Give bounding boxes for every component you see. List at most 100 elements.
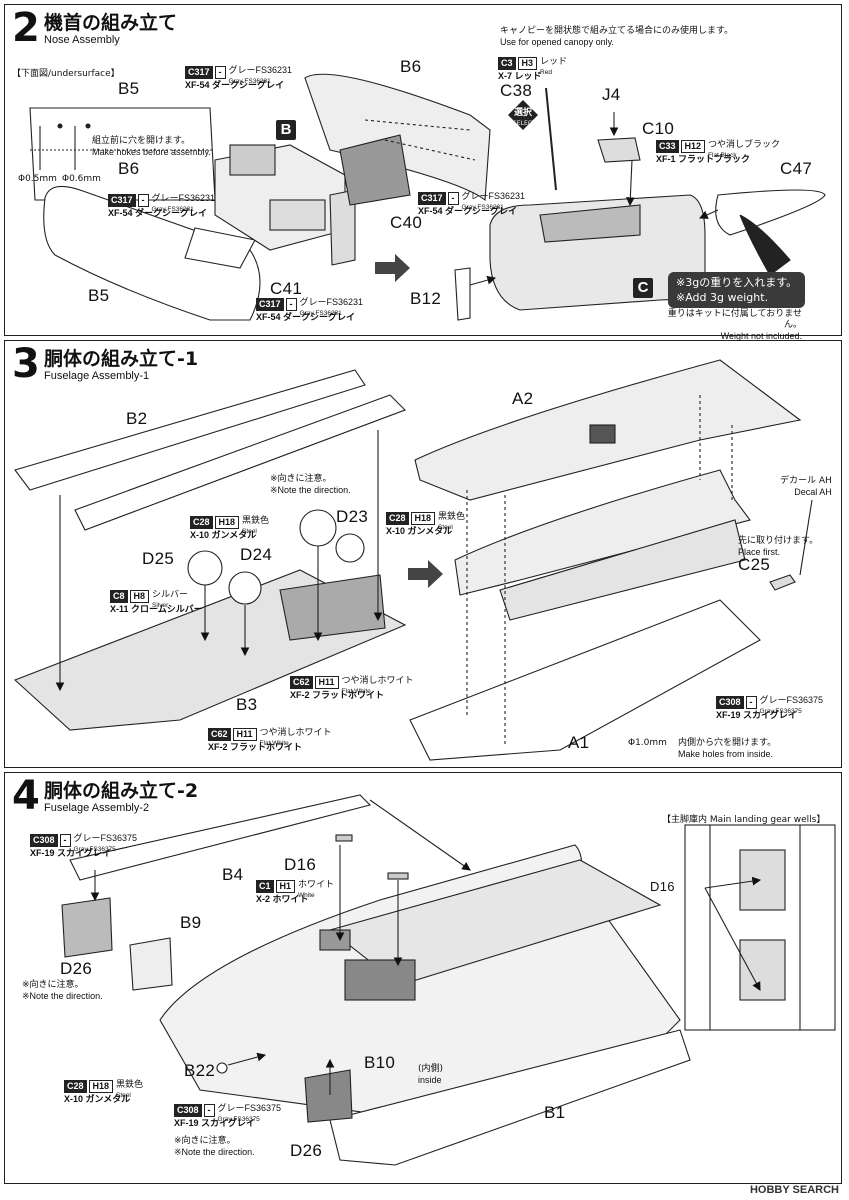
- paint-name: 黒鉄色: [438, 511, 466, 521]
- step3-title-en: Fuselage Assembly-1: [44, 370, 150, 382]
- paint-name: シルバー: [152, 589, 189, 599]
- paint-xf: XF-54 ダークシーグレイ: [418, 206, 518, 216]
- paint-code-h: -: [137, 194, 149, 207]
- paint-name-en: Gray FS36375: [73, 846, 116, 853]
- canopy-note-en: Use for opened canopy only.: [500, 37, 614, 47]
- paint-code: C33: [656, 140, 679, 153]
- paint-name-en: Gray FS36231: [461, 204, 504, 211]
- paint-name: つや消しホワイト: [341, 675, 414, 685]
- paint-xf: XF-19 スカイグレイ: [174, 1118, 255, 1128]
- paint-code: C308: [30, 834, 58, 847]
- inside-en: inside: [418, 1075, 442, 1085]
- label-b5-top: B5: [118, 79, 140, 98]
- paint-name: ホワイト: [298, 879, 335, 889]
- paint-xf: X-2 ホワイト: [256, 894, 309, 904]
- paint-code-h: -: [285, 298, 297, 311]
- paint-code-h: H3: [517, 57, 538, 70]
- label-b10: B10: [364, 1053, 396, 1072]
- paint-code-h: -: [203, 1104, 215, 1117]
- label-b12: B12: [410, 289, 442, 308]
- label-b9: B9: [180, 913, 202, 932]
- paint-code-h: H18: [214, 516, 240, 529]
- step2-number: 2: [12, 5, 40, 51]
- label-j4: J4: [602, 85, 621, 104]
- paint-name-en: Gray FS36231: [151, 206, 194, 213]
- label-d16: D16: [284, 855, 317, 874]
- weight-exclusion-note: 重りはキットに付属しておりません。 Weight not included.: [652, 309, 802, 342]
- step4-title-en: Fuselage Assembly-2: [44, 802, 150, 814]
- paint-code: C317: [418, 192, 446, 205]
- paint-code-h: -: [59, 834, 71, 847]
- paint-name-en: Silver: [152, 602, 169, 609]
- label-c47: C47: [780, 159, 813, 178]
- paint-name-en: Flat White: [259, 740, 289, 747]
- label-b2: B2: [126, 409, 148, 428]
- paint-code: C28: [386, 512, 409, 525]
- label-a1: A1: [568, 733, 590, 752]
- weight-excl-en: Weight not included.: [720, 331, 802, 341]
- step3-title-jp: 胴体の組み立て-1: [44, 348, 199, 370]
- paint-name: グレーFS36231: [228, 65, 293, 75]
- paint-code-h: H8: [129, 590, 150, 603]
- label-b5-bottom: B5: [88, 286, 110, 305]
- paint-name: グレーFS36231: [461, 191, 526, 201]
- inside-jp: (内側): [418, 1064, 444, 1074]
- paint-xf: X-10 ガンメタル: [64, 1094, 131, 1104]
- paint-code: C28: [190, 516, 213, 529]
- undersurface-label: 【下面図/undersurface】: [12, 69, 120, 79]
- paint-code: C1: [256, 880, 274, 893]
- paint-name: つや消しホワイト: [259, 727, 332, 737]
- paint-xf: X-7 レッド: [498, 71, 542, 81]
- label-d26-top: D26: [60, 959, 93, 978]
- paint-xf: X-10 ガンメタル: [190, 530, 257, 540]
- paint-name-en: Flat White: [341, 688, 371, 695]
- paint-name: グレーFS36231: [299, 297, 364, 307]
- step4-title-jp: 胴体の組み立て-2: [44, 780, 199, 802]
- paint-code-h: H18: [88, 1080, 114, 1093]
- paint-name-en: Gray FS36231: [228, 78, 271, 85]
- drill-size-2: Φ0.6mm: [62, 174, 101, 184]
- label-d25: D25: [142, 549, 175, 568]
- paint-xf: XF-1 フラットブラック: [656, 154, 751, 164]
- paint-xf: X-10 ガンメタル: [386, 526, 453, 536]
- step4-number: 4: [12, 773, 40, 819]
- holes-note-jp: 組立前に穴を開けます。: [92, 136, 191, 146]
- paint-code-h: H11: [314, 676, 339, 689]
- paint-name: グレーFS36375: [759, 695, 824, 705]
- paint-xf: XF-54 ダークシーグレイ: [108, 208, 208, 218]
- direction-note-jp: ※向きに注意。: [270, 474, 332, 484]
- paint-name-en: Gray FS36375: [759, 708, 802, 715]
- label-c10: C10: [642, 119, 675, 138]
- paint-code-h: H1: [275, 880, 296, 893]
- paint-name-en: Flat Black: [708, 152, 737, 159]
- canopy-note-jp: キャノピーを開状態で組み立てる場合にのみ使用します。: [500, 26, 734, 36]
- label-b6: B6: [400, 57, 422, 76]
- paint-xf: XF-19 スカイグレイ: [30, 848, 111, 858]
- paint-code: C28: [64, 1080, 87, 1093]
- decal-jp: デカール AH: [780, 476, 832, 486]
- step3-number: 3: [12, 341, 40, 387]
- inside-note: (内側) inside: [418, 1064, 443, 1086]
- direction-note-jp: ※向きに注意。: [22, 980, 84, 990]
- paint-code-h: -: [745, 696, 757, 709]
- weight-note-1: ※3gの重りを入れます。: [676, 276, 798, 289]
- paint-name: グレーFS36231: [151, 193, 216, 203]
- label-c41: C41: [270, 279, 303, 298]
- inside-holes-jp: 内側から穴を開けます。: [678, 738, 777, 748]
- inside-holes-en: Make holes from inside.: [678, 749, 774, 759]
- place-first-note: 先に取り付けます。 Place first.: [738, 536, 818, 558]
